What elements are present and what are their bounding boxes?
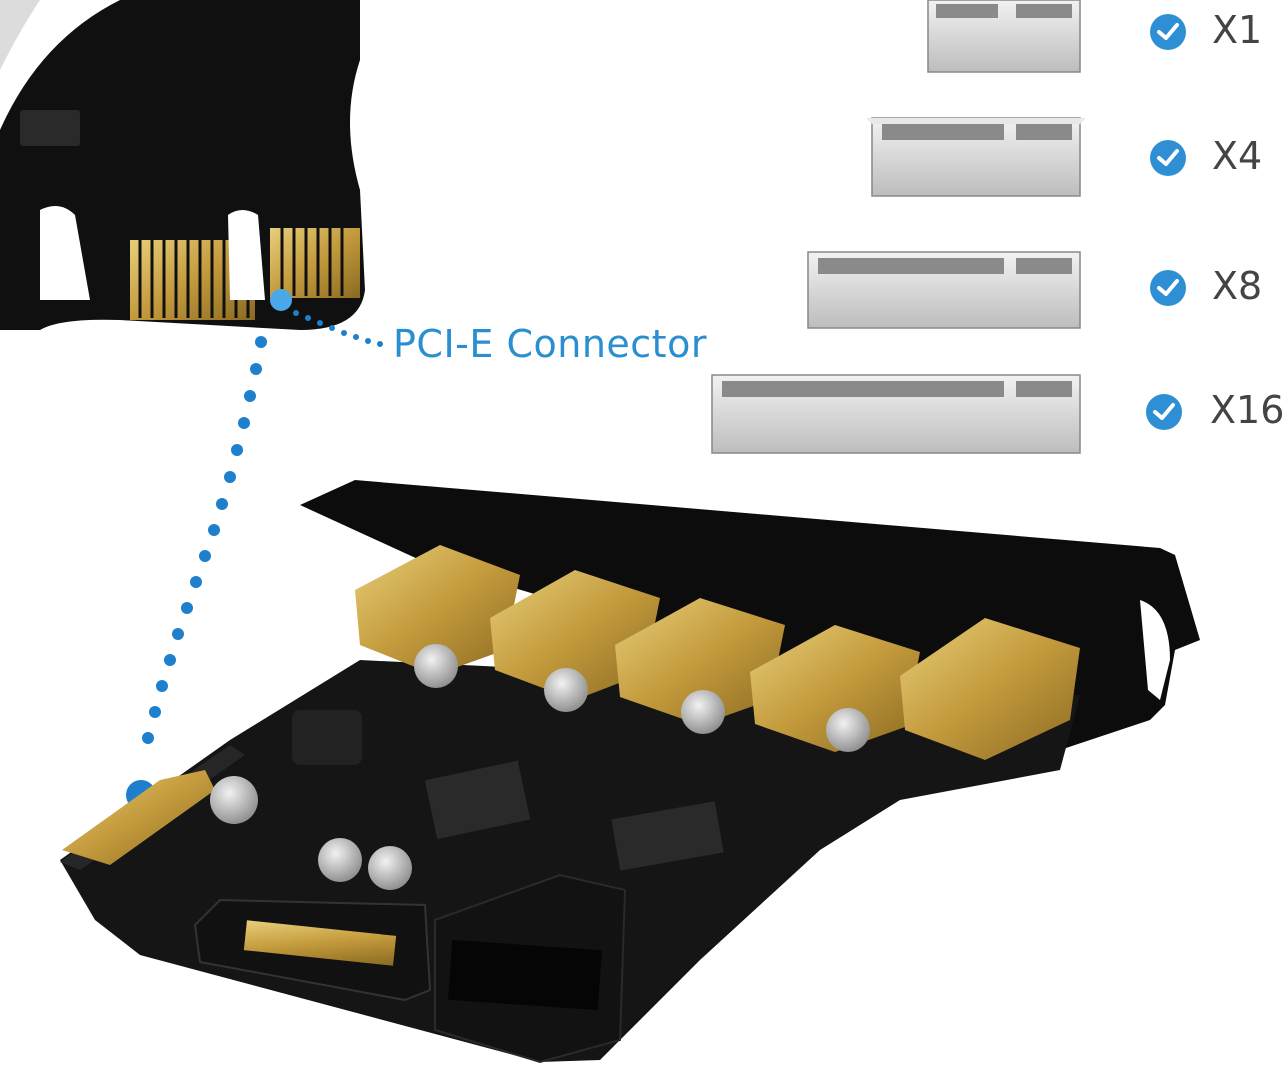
slot-label: X8: [1212, 264, 1263, 308]
slot-item-x8: X8: [1148, 264, 1266, 346]
slot-item-x16: X16: [1144, 388, 1284, 470]
pcie-card: [60, 480, 1200, 1064]
check-circle-icon: [1146, 394, 1182, 430]
check-circle-icon: [1150, 14, 1186, 50]
pcie-slot-x16: [711, 374, 1081, 454]
check-circle-icon: [1150, 270, 1186, 306]
slot-label: X1: [1212, 8, 1263, 52]
pci-e-connector-label: PCI-E Connector: [393, 322, 707, 366]
slot-item-x1: X1: [1148, 8, 1266, 90]
pcie-slot-x1: [927, 0, 1081, 73]
check-circle-icon: [1150, 140, 1186, 176]
slot-label: X4: [1212, 134, 1263, 178]
pcie-slot-x8: [807, 251, 1081, 329]
slot-label: X16: [1210, 388, 1284, 432]
pcie-slot-x4: [866, 117, 1086, 197]
connector-closeup: [0, 0, 365, 330]
slot-item-x4: X4: [1148, 134, 1266, 216]
